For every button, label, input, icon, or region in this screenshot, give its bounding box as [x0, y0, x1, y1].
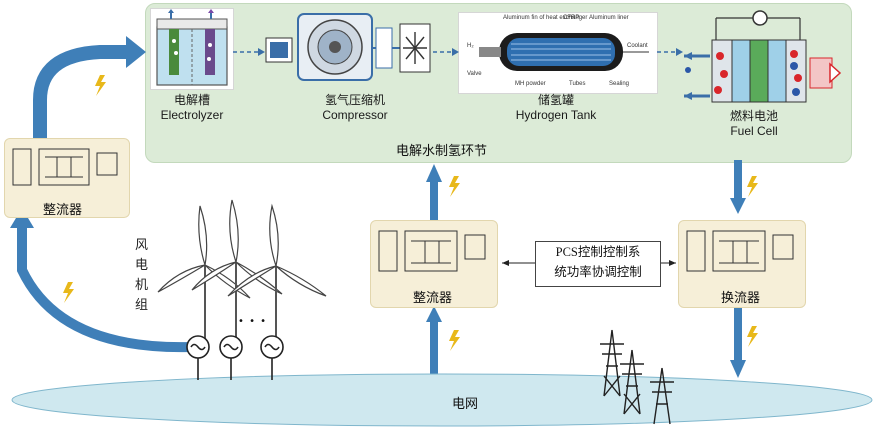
- wind-turbines: [157, 199, 327, 340]
- power-arrow-to-electrolyzer: [33, 45, 128, 140]
- wind-label-char: 机: [135, 278, 149, 293]
- fuel-cell-label-cn: 燃料电池: [729, 109, 778, 123]
- loop-to-inverter-arrowhead: [730, 198, 746, 214]
- tank-label-tubes: Tubes: [569, 81, 586, 87]
- electrolyzer-image: [150, 8, 234, 90]
- electrolyzer-label-cn: 电解槽: [173, 93, 210, 107]
- lightning-icon: [747, 326, 758, 347]
- rectifier-circuit-icon: [12, 148, 118, 186]
- transmission-towers: [600, 329, 674, 425]
- fuel-cell-illustration: [684, 10, 842, 103]
- inverter-label: 换流器: [721, 291, 761, 306]
- lightning-icon: [95, 75, 106, 96]
- pylon-icon: [600, 329, 624, 397]
- hydrogen-loop-title: 电解水制氢环节: [396, 144, 488, 159]
- wind-label-char: 组: [135, 298, 149, 313]
- power-arrowhead-wind-to-rectifier: [10, 208, 34, 228]
- wind-turbine-icon: [191, 199, 283, 340]
- grid-to-rectifier-arrowhead: [426, 306, 442, 322]
- pylon-icon: [650, 367, 674, 425]
- tank-label-liner: Aluminum liner: [589, 15, 629, 21]
- lightning-icon: [449, 330, 460, 351]
- compressor-caption: 氢气压缩机 Compressor: [300, 93, 410, 123]
- tank-label-fins: Aluminum fin of heat exchanger: [503, 15, 588, 21]
- tank-label-powder: MH powder: [515, 81, 546, 87]
- electrolyzer-illustration: [156, 9, 228, 86]
- tank-label-coolant: Coolant: [627, 43, 648, 49]
- wind-label-char: 电: [135, 258, 149, 273]
- hydrogen-tank-label-en: Hydrogen Tank: [515, 108, 597, 122]
- inverter-to-grid-arrowhead: [730, 360, 746, 378]
- lightning-icon: [449, 176, 460, 197]
- hydrogen-tank-caption: 储氢罐 Hydrogen Tank: [496, 93, 616, 123]
- tank-label-h2: H₂: [467, 43, 474, 49]
- grid-label: 电网: [452, 397, 479, 412]
- tank-label-valve: Valve: [467, 71, 482, 77]
- lightning-icons: [63, 75, 758, 351]
- power-arrow-wind-to-rectifier: [17, 226, 191, 353]
- hydrogen-tank-label-cn: 储氢罐: [537, 93, 574, 107]
- left-rectifier-box: 整流器: [4, 138, 130, 218]
- wind-more-dots: • • •: [238, 316, 268, 327]
- hydrogen-tank-image: Aluminum fin of heat exchanger CFRP Alum…: [458, 12, 658, 94]
- fuel-cell-label-en: Fuel Cell: [730, 124, 778, 138]
- power-grid-ellipse: [11, 373, 873, 427]
- rectifier-to-loop-arrowhead: [426, 164, 442, 182]
- pcs-label-line2: 统功率协调控制: [554, 265, 642, 279]
- pcs-arrow-left: [502, 260, 509, 266]
- rectifier-circuit-icon: [378, 230, 486, 272]
- lightning-icon: [63, 282, 74, 303]
- inverter-circuit-icon: [686, 230, 794, 272]
- wind-label-char: 风: [135, 238, 149, 253]
- pcs-control-box: PCS控制控制系 统功率协调控制: [535, 241, 661, 287]
- electrolyzer-caption: 电解槽 Electrolyzer: [150, 93, 234, 123]
- tank-label-sealing: Sealing: [609, 81, 630, 87]
- hydrogen-tank-illustration: [479, 33, 649, 71]
- h2-flow-arrowheads: [258, 48, 683, 56]
- fuel-cell-caption: 燃料电池 Fuel Cell: [712, 109, 796, 139]
- pylon-icon: [620, 349, 644, 415]
- pcs-arrow-right: [669, 260, 676, 266]
- compressor-label-cn: 氢气压缩机: [324, 93, 385, 107]
- electrolyzer-label-en: Electrolyzer: [160, 108, 224, 122]
- middle-rectifier-box: 整流器: [370, 220, 498, 308]
- power-arrowhead-to-electrolyzer: [126, 36, 146, 68]
- fuel-cell-image: [682, 8, 842, 106]
- compressor-label-en: Compressor: [322, 108, 388, 122]
- middle-rectifier-label: 整流器: [413, 291, 453, 306]
- inverter-box: 换流器: [678, 220, 806, 308]
- tank-label-cfrp: CFRP: [563, 15, 580, 21]
- lightning-icon: [747, 176, 758, 197]
- pcs-label-line1: PCS控制控制系: [555, 245, 641, 259]
- generators: [186, 335, 284, 380]
- wind-turbine-icon: [227, 203, 327, 340]
- left-rectifier-label: 整流器: [43, 203, 83, 218]
- compressor-image: [264, 8, 432, 86]
- compressor-illustration: [265, 13, 431, 81]
- wind-turbine-group-label: 风 电 机 组: [135, 236, 151, 316]
